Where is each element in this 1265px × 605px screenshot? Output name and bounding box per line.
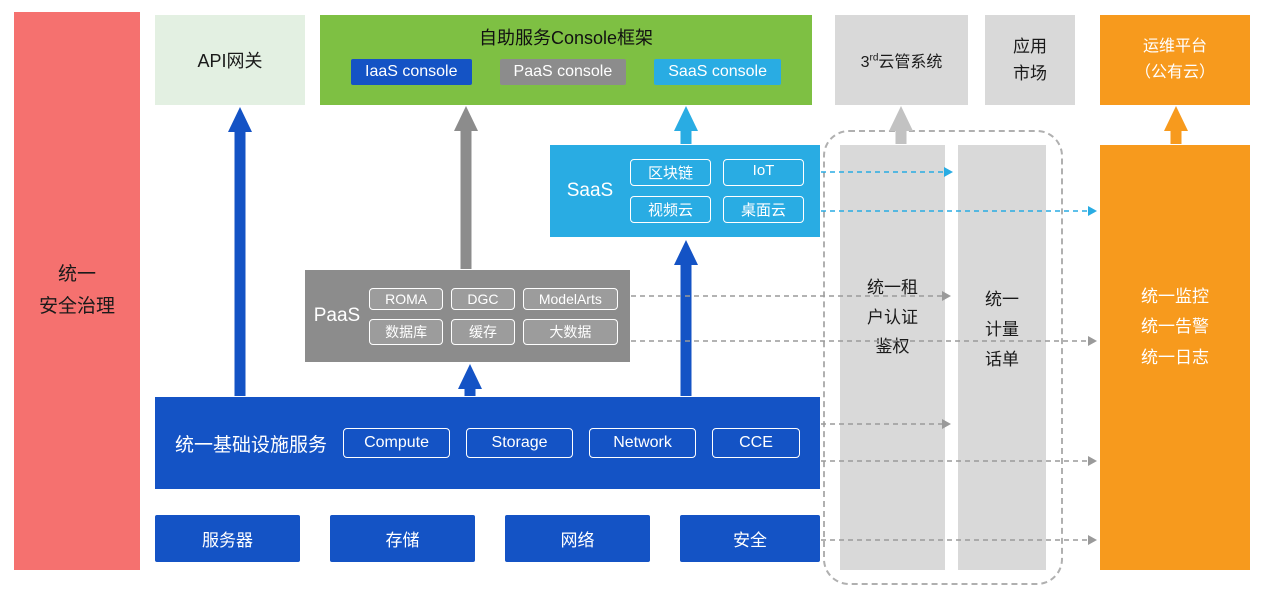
server-box: 服务器 bbox=[155, 515, 300, 562]
saas-item-desktop-cloud: 桌面云 bbox=[723, 196, 804, 223]
paas-item-dgc: DGC bbox=[451, 287, 515, 310]
iaas-console-chip: IaaS console bbox=[351, 59, 472, 85]
arrow-paas-to-console bbox=[454, 106, 478, 269]
network-box: 网络 bbox=[505, 515, 650, 562]
monitor-box: 统一监控 统一告警 统一日志 bbox=[1100, 145, 1250, 570]
saas-console-chip: SaaS console bbox=[654, 59, 781, 85]
tenant-services-container bbox=[823, 130, 1063, 585]
paas-item-bigdata: 大数据 bbox=[522, 318, 618, 345]
console-frame-title: 自助服务Console框架 bbox=[478, 28, 654, 48]
security-box: 安全 bbox=[680, 515, 820, 562]
paas-item-cache: 缓存 bbox=[451, 318, 515, 345]
infra-item-cce: CCE bbox=[712, 428, 800, 458]
saas-item-video-cloud: 视频云 bbox=[630, 196, 711, 223]
app-market-box: 应用 市场 bbox=[985, 15, 1075, 105]
infra-item-compute: Compute bbox=[343, 428, 451, 458]
auth-bar: 统一租 户认证 鉴权 bbox=[840, 145, 945, 570]
api-gateway-box: API网关 bbox=[155, 15, 305, 105]
arrow-infra-to-saas bbox=[674, 240, 698, 396]
arrow-infra-to-api-gateway bbox=[228, 107, 252, 396]
infra-label: 统一基础设施服务 bbox=[175, 434, 328, 456]
storage-box: 存储 bbox=[330, 515, 475, 562]
om-platform-box: 运维平台 （公有云） bbox=[1100, 15, 1250, 105]
security-governance-bar: 统一 安全治理 bbox=[14, 12, 140, 570]
infra-item-network: Network bbox=[589, 428, 697, 458]
infra-item-storage: Storage bbox=[466, 428, 574, 458]
arrow-saas-to-console bbox=[674, 106, 698, 144]
paas-item-database: 数据库 bbox=[369, 318, 444, 345]
billing-bar: 统一 计量 话单 bbox=[958, 145, 1046, 570]
console-frame-box: 自助服务Console框架 IaaS console PaaS console … bbox=[320, 15, 812, 105]
saas-item-iot: IoT bbox=[723, 159, 804, 186]
infra-box: 统一基础设施服务 Compute Storage Network CCE bbox=[155, 397, 820, 489]
paas-box: PaaS ROMA DGC ModelArts 数据库 缓存 大数据 bbox=[305, 270, 630, 362]
saas-label: SaaS bbox=[566, 180, 614, 201]
arrow-monitor-to-om-platform bbox=[1164, 106, 1188, 144]
paas-item-modelarts: ModelArts bbox=[522, 287, 618, 310]
paas-console-chip: PaaS console bbox=[499, 59, 627, 85]
paas-item-roma: ROMA bbox=[369, 287, 444, 310]
third-party-cloud-box: 3rd云管系统 bbox=[835, 15, 968, 105]
third-party-cloud-label: 3rd云管系统 bbox=[860, 52, 943, 71]
arrow-infra-to-paas bbox=[458, 364, 482, 396]
saas-box: SaaS 区块链 IoT 视频云 桌面云 bbox=[550, 145, 820, 237]
paas-label: PaaS bbox=[313, 305, 361, 326]
saas-item-blockchain: 区块链 bbox=[630, 159, 711, 186]
